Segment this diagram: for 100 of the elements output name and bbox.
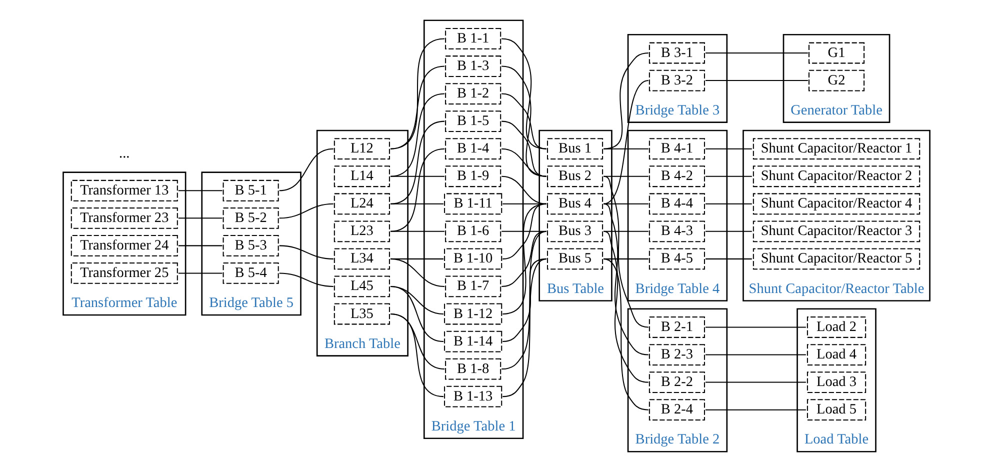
connector	[390, 230, 444, 232]
node-box: B 1-5	[444, 110, 501, 132]
node-box: Load 2	[806, 316, 866, 338]
node-box: B 2-4	[648, 399, 704, 421]
node-box: Shunt Capacitor/Reactor 1	[752, 138, 920, 160]
node-box: B 1-7	[444, 276, 501, 298]
node-box: Transformer 24	[70, 234, 178, 256]
connector	[705, 80, 808, 82]
node-box: L24	[333, 193, 390, 215]
connector	[278, 203, 333, 219]
connector	[502, 258, 546, 398]
connector	[390, 120, 444, 204]
node-box: Shunt Capacitor/Reactor 5	[752, 248, 920, 270]
node-box: L45	[333, 276, 390, 298]
connector	[178, 272, 222, 274]
connector	[390, 203, 443, 204]
node-box: Shunt Capacitor/Reactor 2	[752, 166, 920, 188]
connector	[603, 230, 648, 232]
node-box: B 5-2	[222, 207, 278, 229]
node-box: L23	[333, 220, 390, 242]
connector	[501, 38, 546, 150]
node-box: B 1-3	[444, 56, 501, 77]
connector	[705, 176, 752, 177]
connector	[178, 190, 222, 192]
node-box: B 4-1	[648, 138, 704, 160]
node-box: Bus 5	[546, 248, 603, 270]
node-box: B 4-3	[648, 220, 704, 242]
node-box: Shunt Capacitor/Reactor 3	[752, 220, 920, 242]
connector	[705, 382, 806, 383]
connector	[603, 52, 648, 150]
connector	[705, 52, 808, 54]
connector	[278, 272, 333, 287]
connector	[501, 176, 546, 204]
node-box: B 1-14	[444, 330, 502, 352]
node-box: G1	[808, 42, 864, 64]
connector	[390, 93, 444, 177]
connector	[502, 203, 546, 314]
node-box: L14	[333, 166, 390, 188]
node-box: B 4-2	[648, 166, 704, 188]
node-box: B 1-11	[444, 193, 502, 215]
node-box: Bus 3	[546, 220, 603, 242]
connector	[602, 80, 648, 204]
connector	[603, 203, 648, 204]
connector	[502, 258, 546, 342]
node-box: B 4-5	[648, 248, 704, 270]
node-box: L35	[333, 303, 390, 325]
node-box: B 1-10	[444, 248, 502, 270]
connector	[390, 258, 443, 260]
node-box: G2	[808, 70, 864, 92]
connector	[501, 93, 546, 150]
connector	[390, 313, 444, 398]
node-box: B 1-13	[444, 386, 502, 408]
node-box: Transformer 23	[70, 207, 178, 229]
connector	[705, 203, 752, 204]
connector	[705, 258, 752, 260]
node-box: B 3-1	[648, 42, 704, 64]
connector	[603, 258, 648, 260]
connector	[278, 245, 333, 260]
connector	[705, 409, 806, 410]
connector	[501, 120, 546, 177]
connector	[390, 176, 444, 177]
connector	[390, 258, 444, 287]
connector	[705, 148, 752, 150]
label: ...	[118, 146, 130, 162]
node-box: Transformer 13	[70, 180, 178, 202]
connector	[501, 230, 546, 370]
node-box: L12	[333, 138, 390, 160]
node-box: B 1-6	[444, 220, 501, 242]
connector	[390, 148, 444, 232]
node-box: B 5-1	[222, 180, 278, 202]
node-box: B 1-2	[444, 83, 501, 104]
connector	[390, 66, 444, 150]
node-box: B 2-3	[648, 344, 704, 366]
node-box: B 1-1	[444, 28, 501, 50]
node-box: Load 4	[806, 344, 866, 366]
connector	[390, 38, 444, 150]
node-box: Bus 1	[546, 138, 603, 160]
connector	[705, 230, 752, 232]
node-box: Bus 2	[546, 166, 603, 188]
node-box: B 5-4	[222, 262, 278, 284]
connector	[705, 326, 806, 328]
node-box: B 5-3	[222, 234, 278, 256]
node-box: Transformer 25	[70, 262, 178, 284]
connector	[501, 66, 546, 177]
connector	[178, 218, 222, 219]
connector	[390, 286, 444, 342]
node-box: B 4-4	[648, 193, 704, 215]
node-box: L34	[333, 248, 390, 270]
node-box: Bus 4	[546, 193, 603, 215]
node-box: B 3-2	[648, 70, 704, 92]
node-box: B 1-4	[444, 138, 501, 160]
connector	[705, 354, 806, 356]
connector	[603, 148, 648, 150]
node-box: B 1-9	[444, 166, 501, 188]
node-box: B 1-8	[444, 358, 501, 380]
connector	[178, 245, 222, 246]
node-box: B 2-1	[648, 316, 704, 338]
node-box: B 2-2	[648, 372, 704, 393]
node-box: B 1-12	[444, 303, 502, 325]
connector	[603, 176, 648, 177]
